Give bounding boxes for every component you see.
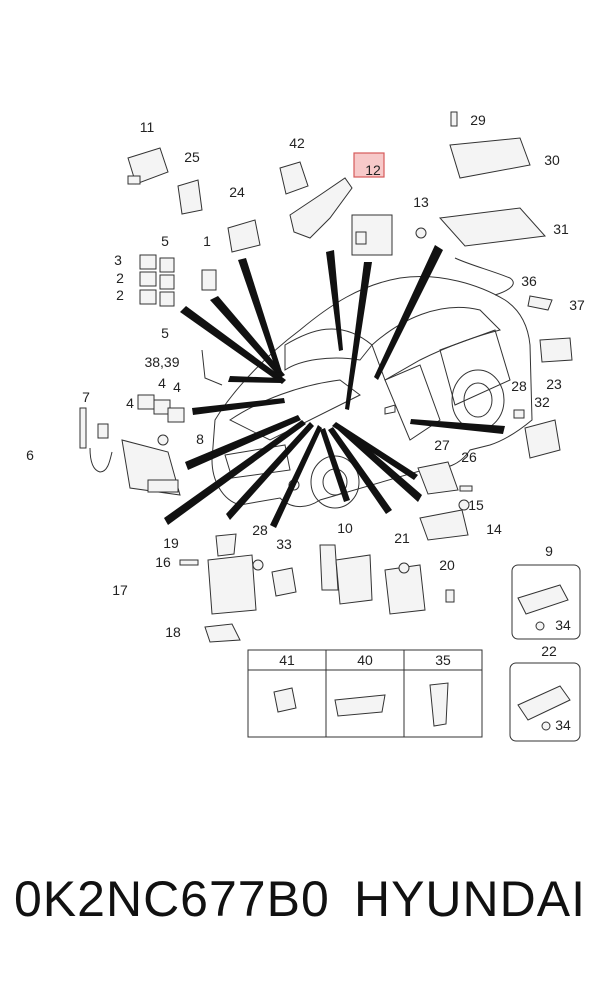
callout-12: 12	[365, 162, 381, 178]
callout-21: 21	[394, 530, 410, 546]
part-number: 0K2NC677B0	[14, 871, 330, 927]
callout-5: 5	[161, 325, 169, 341]
callout-16: 16	[155, 554, 171, 570]
callout-38-39: 38,39	[144, 354, 179, 370]
callout-9: 9	[545, 543, 553, 559]
leader-lines	[164, 245, 505, 528]
callout-29: 29	[470, 112, 486, 128]
callout-10: 10	[337, 520, 353, 536]
callout-14: 14	[486, 521, 502, 537]
highlight-box	[353, 152, 385, 178]
callout-15: 15	[468, 497, 484, 513]
parts	[79, 111, 581, 742]
brand-name: HYUNDAI	[353, 871, 586, 927]
callout-27: 27	[434, 437, 450, 453]
footer: 0K2NC677B0 HYUNDAI	[0, 870, 600, 960]
callout-32: 32	[534, 394, 550, 410]
callout-4: 4	[126, 395, 134, 411]
callout-3: 3	[114, 252, 122, 268]
callout-5: 5	[161, 233, 169, 249]
callout-2: 2	[116, 287, 124, 303]
callout-4: 4	[173, 379, 181, 395]
component-table: 41 40 35	[247, 649, 483, 738]
callout-19: 19	[163, 535, 179, 551]
callout-37: 37	[569, 297, 585, 313]
parts-diagram: 41 40 35 1223444556789101112131415161718…	[26, 111, 585, 742]
callout-26: 26	[461, 449, 477, 465]
callout-30: 30	[544, 152, 560, 168]
callout-4: 4	[158, 375, 166, 391]
callout-13: 13	[413, 194, 429, 210]
callout-8: 8	[196, 431, 204, 447]
callout-6: 6	[26, 447, 34, 463]
callout-18: 18	[165, 624, 181, 640]
callout-17: 17	[112, 582, 128, 598]
callout-23: 23	[546, 376, 562, 392]
callout-34: 34	[555, 717, 571, 733]
callout-7: 7	[82, 389, 90, 405]
callout-2: 2	[116, 270, 124, 286]
callout-31: 31	[553, 221, 569, 237]
callout-11: 11	[140, 119, 155, 135]
callout-1: 1	[203, 233, 211, 249]
callout-33: 33	[276, 536, 292, 552]
callout-28: 28	[511, 378, 527, 394]
table-header-35: 35	[435, 652, 451, 668]
callout-22: 22	[541, 643, 557, 659]
callout-20: 20	[439, 557, 455, 573]
callout-36: 36	[521, 273, 537, 289]
callout-34: 34	[555, 617, 571, 633]
callout-25: 25	[184, 149, 200, 165]
callout-24: 24	[229, 184, 245, 200]
callout-42: 42	[289, 135, 305, 151]
table-header-41: 41	[279, 652, 295, 668]
callout-28: 28	[252, 522, 268, 538]
table-header-40: 40	[357, 652, 373, 668]
